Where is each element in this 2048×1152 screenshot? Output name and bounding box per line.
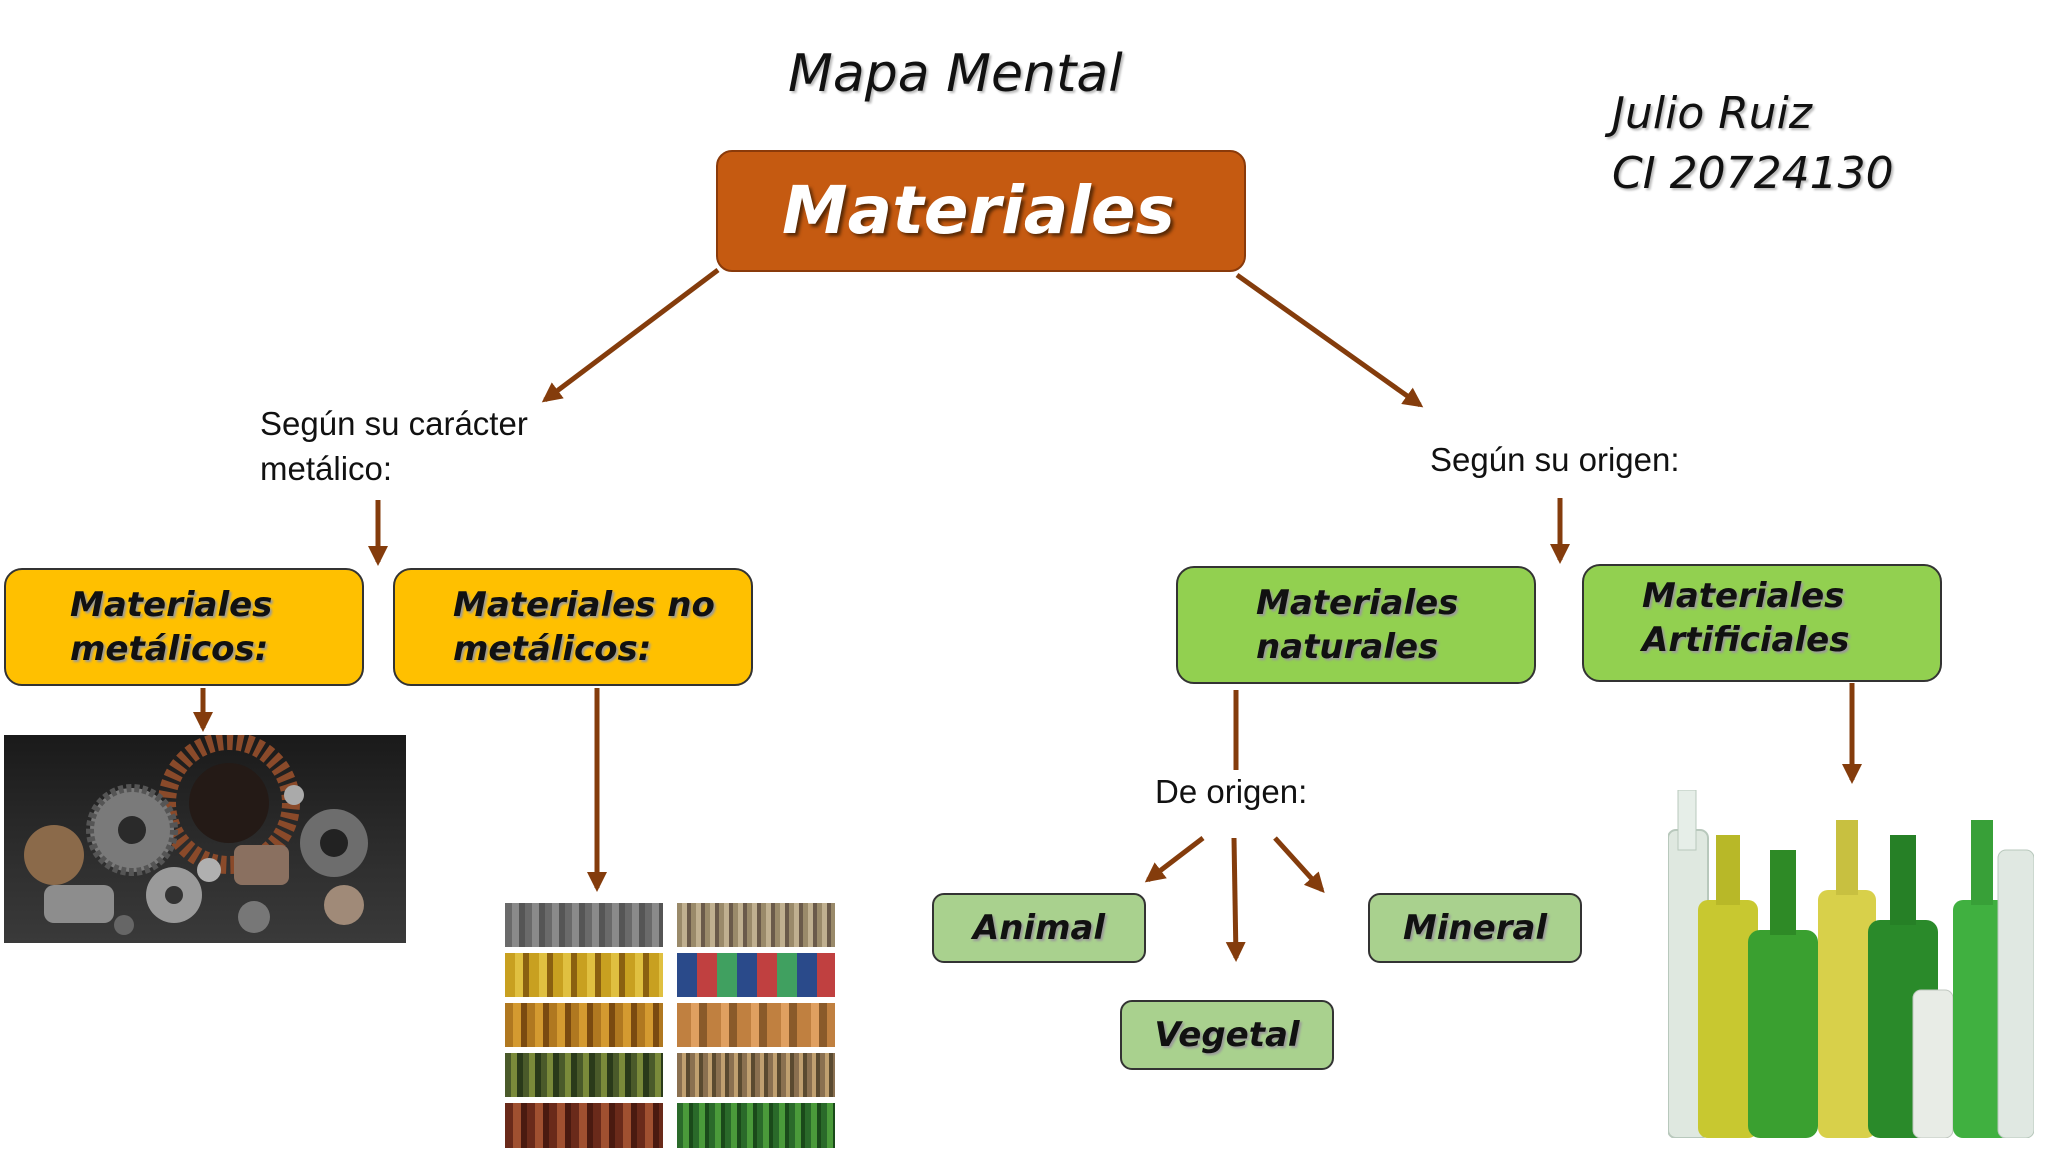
node-materiales-artificiales: Materiales Artificiales — [1582, 564, 1942, 682]
non-metal-materials-collage — [505, 903, 835, 1148]
root-node: Materiales — [716, 150, 1246, 272]
node-materiales-naturales: Materiales naturales — [1176, 566, 1536, 684]
arrow-origen-animal — [1144, 836, 1205, 883]
root-label: Materiales — [782, 172, 1175, 250]
node-materiales-metalicos: Materiales metálicos: — [4, 568, 364, 686]
page-title: Mapa Mental — [788, 44, 1123, 104]
arrow-root-left — [541, 268, 720, 403]
node-mineral: Mineral — [1368, 893, 1582, 963]
author-name: Julio Ruiz — [1612, 88, 1812, 139]
metal-parts-photo — [4, 735, 406, 943]
arrow-root-right — [1235, 272, 1424, 408]
glass-bottles-photo — [1668, 790, 2034, 1138]
sub-label-origen: De origen: — [1155, 773, 1308, 810]
branch-label-metalico: Según su carácter metálico: — [260, 405, 528, 487]
arrow-origen-mineral — [1273, 836, 1325, 893]
bottles-icon — [1668, 790, 2034, 1138]
node-animal: Animal — [932, 893, 1146, 963]
node-vegetal: Vegetal — [1120, 1000, 1334, 1070]
arrow-origen-vegetal — [1225, 837, 1246, 962]
gears-icon — [24, 735, 368, 935]
author-id: CI 20724130 — [1612, 148, 1894, 199]
node-materiales-no-metalicos: Materiales no metálicos: — [393, 568, 753, 686]
branch-label-origen: Según su origen: — [1430, 441, 1680, 478]
